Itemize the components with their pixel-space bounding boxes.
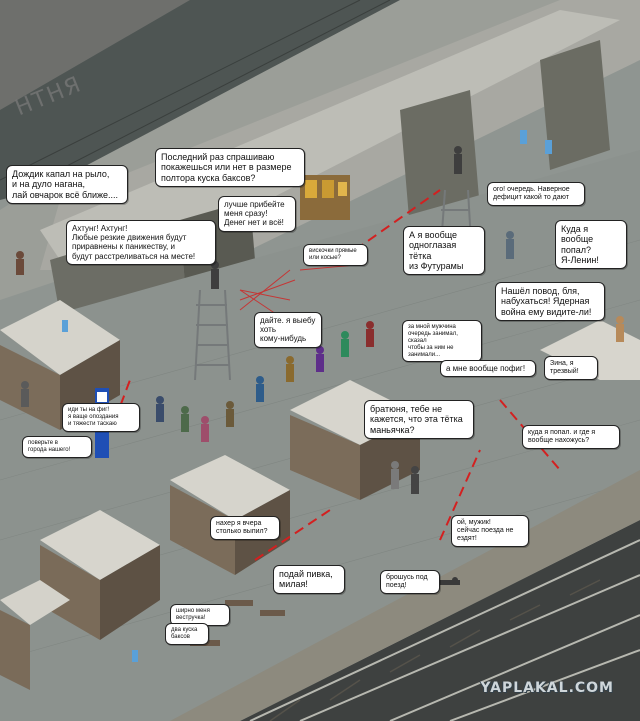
upper-rails <box>0 0 400 200</box>
speech-bubble-dayte: дайте. я выебу хоть кому-нибудь <box>254 312 322 348</box>
upper-wall <box>0 0 430 190</box>
speech-bubble-kuda-popal: Куда я вообще попал? Я-Ленин! <box>555 220 627 270</box>
speech-bubble-ahtung: Ахтунг! Ахтунг! Любые резкие движения бу… <box>66 220 216 265</box>
speech-bubble-oy-muzhik: ой, мужик! сейчас поезда не ездят! <box>451 515 529 548</box>
speech-bubble-ochered: ого! очередь. Наверное дефицит какой то … <box>487 182 585 207</box>
speech-bubble-bratyunya: братюня, тебе не кажется, что эта тётка … <box>364 400 474 440</box>
speech-bubble-posledniy: Последний раз спрашиваю покажешься или н… <box>155 148 305 188</box>
site-watermark: YAPLAKAL.COM <box>480 680 614 696</box>
speech-bubble-podai: подай пивка, милая! <box>273 565 345 594</box>
water-bottles <box>62 130 552 662</box>
speech-bubble-za-mnoy: за мной мужчина очередь занимал, сказал … <box>402 320 482 363</box>
speech-bubble-dva-kuska: два куска баксов <box>165 623 209 645</box>
crowd <box>16 146 624 646</box>
speech-bubble-broshus: брошусь под поезд! <box>380 570 440 595</box>
speech-bubble-zina: Зина, я трезвый! <box>544 356 598 381</box>
speech-bubble-poverite: поверьте в города нашего! <box>22 436 92 458</box>
speech-bubble-idi: иди ты на фиг! я ваще опоздания и тяжест… <box>62 403 140 432</box>
speech-bubble-dozhd: Дождик капал на рыло, и на дуло нагана, … <box>6 165 128 205</box>
speech-bubble-nashel: Нашёл повод, бля, набухаться! Ядерная во… <box>495 282 605 322</box>
speech-bubble-odnoglazaya: А я вообще одноглазая тётка из Футурамы <box>403 226 485 276</box>
speech-bubble-ochki: вискочки прямые или косые? <box>303 244 368 266</box>
speech-bubble-kuda-gde: куда я попал. и где я вообще нахожусь? <box>522 425 620 450</box>
speech-bubble-mne-pofig: а мне вообще пофиг! <box>440 360 536 378</box>
speech-bubble-nahera: нахер я вчера столько выпил? <box>210 516 280 541</box>
speech-bubble-luchshe: лучше прибейте меня сразу! Денег нет и в… <box>218 196 296 232</box>
